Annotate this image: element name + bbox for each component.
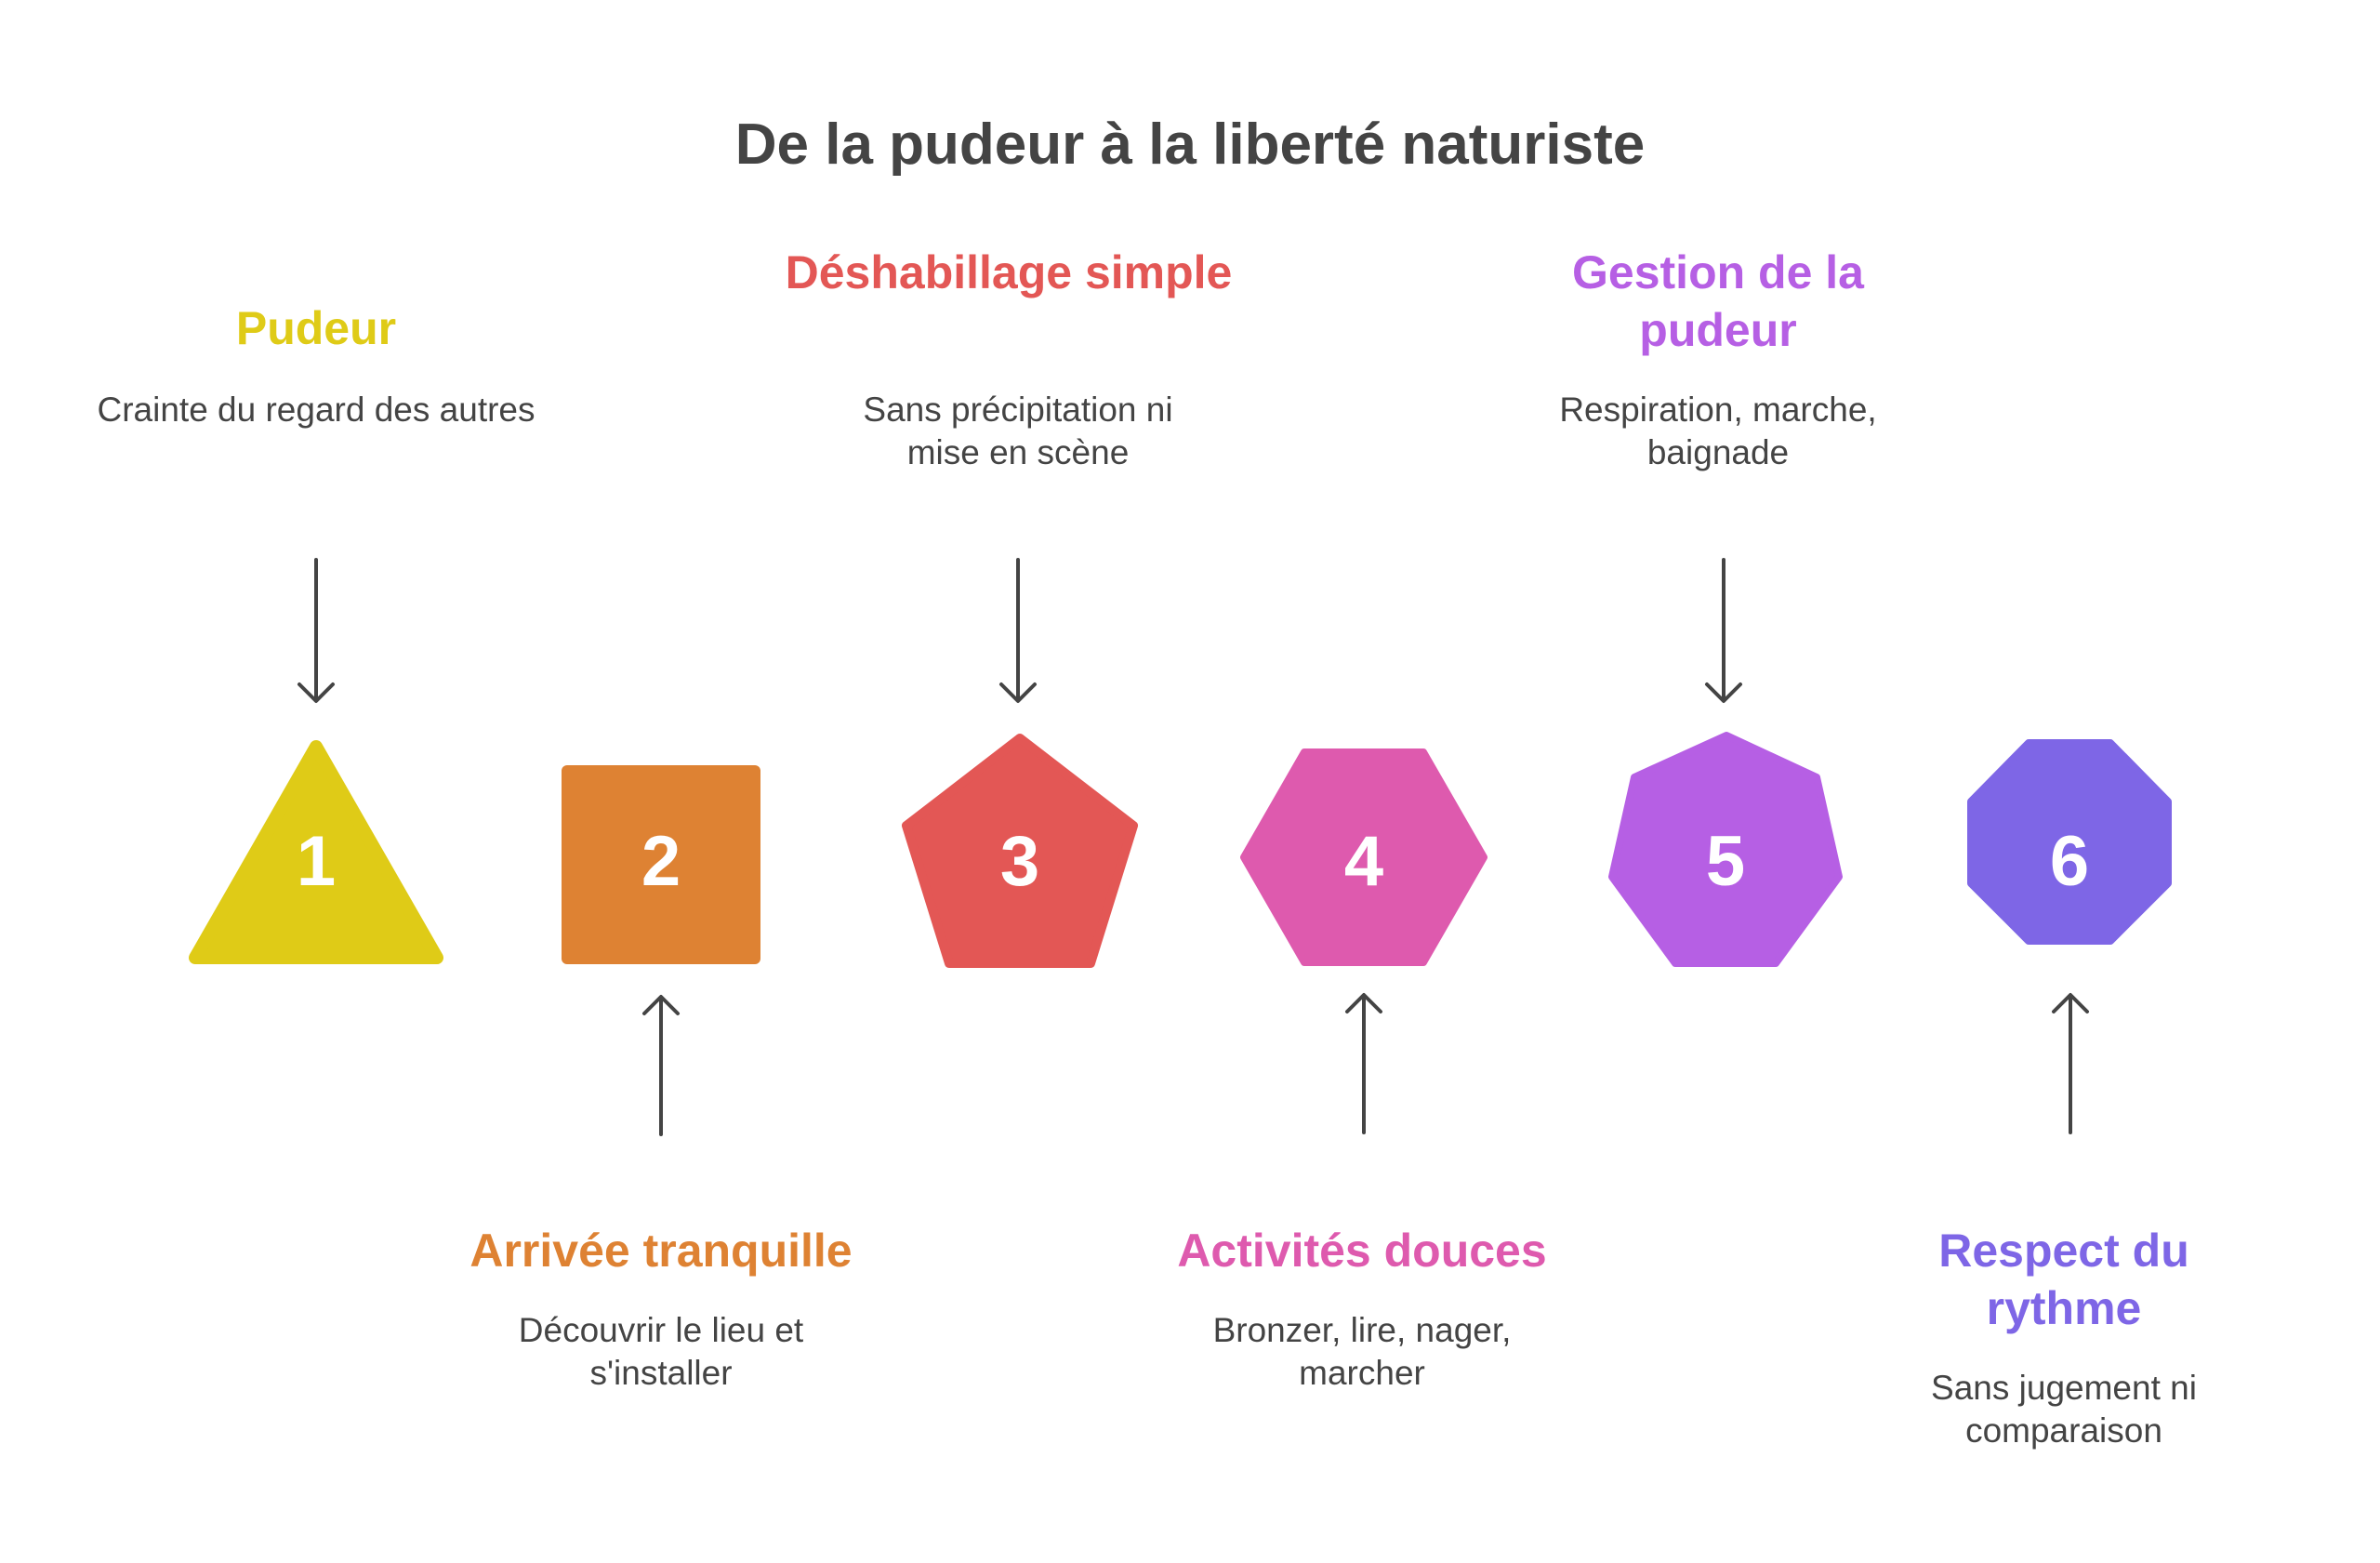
step-2-number: 2 <box>641 822 681 901</box>
step-4-description: Bronzer, lire, nager, marcher <box>1212 1311 1512 1392</box>
diagram-title: De la pudeur à la liberté naturiste <box>734 113 1646 177</box>
step-1-description: Crainte du regard des autres <box>97 391 536 429</box>
step-3-number: 3 <box>1000 822 1039 901</box>
arrow-down-1-head <box>298 682 335 703</box>
arrow-up-6-head <box>2052 993 2089 1013</box>
step-5-description: Respiration, marche, baignade <box>1559 391 1877 471</box>
arrow-down-3-head <box>999 682 1037 703</box>
step-4-number: 4 <box>1344 822 1383 901</box>
square-shape <box>562 765 760 964</box>
step-2-title: Arrivée tranquille <box>469 1225 853 1277</box>
step-3-description: Sans précipitation ni mise en scène <box>863 391 1173 471</box>
triangle-shape <box>189 740 443 964</box>
heptagon-shape <box>1608 732 1843 967</box>
step-6-title: Respect du rythme <box>1938 1225 2189 1334</box>
step-3-title: Déshabillage simple <box>785 246 1233 298</box>
step-1-title: Pudeur <box>235 302 397 354</box>
step-6-number: 6 <box>2050 822 2089 901</box>
arrow-up-2-head <box>642 995 680 1015</box>
arrow-up-4-head <box>1345 993 1382 1013</box>
step-4-title: Activités douces <box>1177 1225 1547 1277</box>
octagon-shape <box>1967 739 2172 945</box>
step-2-description: Découvrir le lieu et s'installer <box>518 1311 804 1392</box>
step-1-number: 1 <box>297 822 336 901</box>
hexagon-shape <box>1240 748 1488 966</box>
arrow-down-5-head <box>1705 682 1742 703</box>
pentagon-shape <box>902 734 1138 968</box>
step-6-description: Sans jugement ni comparaison <box>1931 1369 2197 1450</box>
step-5-title: Gestion de la pudeur <box>1572 246 1864 356</box>
step-5-number: 5 <box>1706 822 1745 901</box>
